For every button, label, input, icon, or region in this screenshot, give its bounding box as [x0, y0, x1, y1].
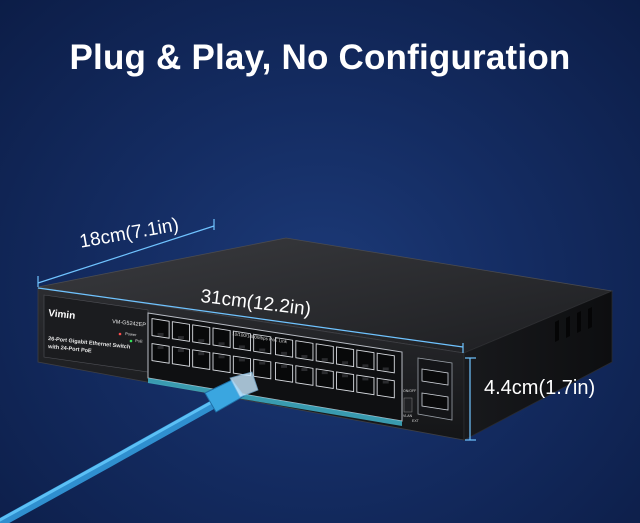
- rj45-port: [192, 349, 211, 371]
- rj45-port-tab: [281, 351, 288, 355]
- rj45-port-tab: [157, 345, 164, 349]
- rj45-port: [376, 377, 395, 399]
- rj45-port: [253, 358, 272, 380]
- rj45-port-tab: [198, 352, 205, 356]
- rj45-port-tab: [259, 361, 266, 365]
- uplink-port-block: [417, 357, 453, 421]
- rj45-port-tab: [177, 349, 184, 353]
- dimension-lines: [37, 219, 476, 441]
- rj45-port-tab: [157, 332, 164, 336]
- brand-logo: Vimin: [48, 308, 76, 322]
- rj45-port-tab: [198, 339, 205, 343]
- rj45-port-tab: [321, 358, 328, 362]
- poe-label: PoE: [135, 338, 143, 344]
- rj45-port-tab: [321, 371, 328, 375]
- rj45-port: [192, 324, 211, 346]
- switch-side-face: [463, 290, 613, 441]
- rj45-port: [336, 371, 355, 393]
- rj45-ports: [151, 318, 395, 399]
- rj45-port-tab: [362, 377, 369, 381]
- rj45-port: [275, 362, 294, 383]
- uplink-port-1: [421, 368, 449, 386]
- cable-plug: [229, 371, 259, 398]
- device-description-line2: with 24-Port PoE: [47, 344, 92, 355]
- rj45-port: [171, 321, 190, 342]
- ext-label: EXT: [412, 419, 420, 423]
- rj45-port: [356, 349, 375, 371]
- rj45-port: [212, 352, 231, 374]
- rj45-port-tab: [259, 348, 266, 352]
- rj45-port-tab: [238, 345, 245, 349]
- rj45-port: [315, 368, 334, 389]
- rj45-port: [212, 327, 231, 349]
- rj45-port-tab: [342, 374, 349, 378]
- rj45-port: [151, 343, 170, 364]
- rj45-port: [275, 337, 294, 358]
- rj45-port-tab: [177, 336, 184, 340]
- ethernet-cable: [0, 400, 217, 523]
- rj45-port: [151, 318, 170, 339]
- vlan-label: VLAN: [403, 414, 413, 418]
- model-number: VM-G5242EP: [112, 319, 147, 329]
- poe-led: [129, 339, 133, 343]
- rj45-port: [295, 340, 314, 361]
- dip-switch: [403, 397, 413, 413]
- rj45-port-tab: [301, 355, 308, 359]
- rj45-port-tab: [301, 368, 308, 372]
- power-label: Power: [125, 331, 137, 337]
- rj45-port-tab: [238, 358, 245, 362]
- rj45-port-tab: [362, 364, 369, 368]
- rj45-port: [171, 346, 190, 367]
- rj45-port-tab: [342, 361, 349, 365]
- rj45-port-tab: [281, 364, 288, 368]
- rj45-port: [376, 352, 395, 374]
- side-vents: [555, 307, 592, 342]
- cable-boot: [204, 379, 245, 413]
- uplink-port-2: [421, 392, 449, 411]
- rj45-port-tab: [382, 367, 389, 371]
- rj45-port: [356, 374, 375, 396]
- rj45-port: [232, 330, 251, 352]
- height-dimension-label: 4.4cm(1.7in): [484, 377, 596, 399]
- rj45-port: [253, 333, 272, 355]
- rj45-port: [315, 343, 334, 364]
- rj45-port: [295, 365, 314, 386]
- power-led: [118, 332, 122, 336]
- rj45-port-tab: [382, 380, 389, 384]
- rj45-port: [336, 346, 355, 368]
- rj45-port-tab: [218, 355, 225, 359]
- headline: Plug & Play, No Configuration: [69, 38, 571, 77]
- on-off-label: ON/OFF: [403, 389, 416, 393]
- rj45-port-tab: [218, 342, 225, 346]
